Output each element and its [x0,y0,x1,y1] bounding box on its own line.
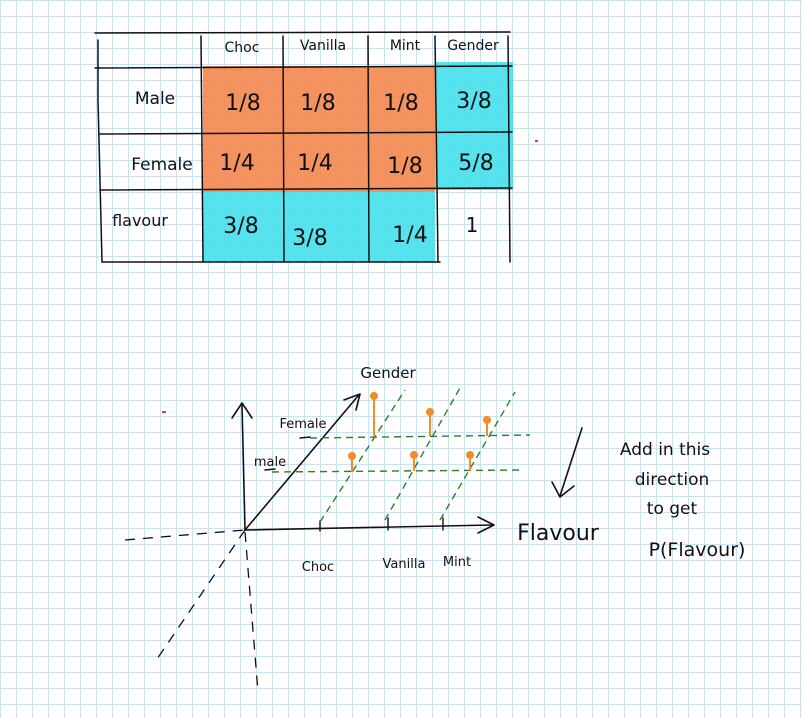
grid-dashed-lines [271,387,531,523]
female-tick [299,436,311,439]
cell-female-choc: 1/4 [219,151,254,176]
contingency-table-lines [94,31,513,263]
probability-stems [348,392,491,472]
note-line-2: direction [635,470,710,490]
row-label-flavour: flavour [112,211,168,230]
axes [124,393,495,693]
stem-female-choc-head [370,392,378,400]
stem-male-vanilla-head [410,451,418,459]
gender-tick-male: male [254,455,286,470]
cell-flavour-choc: 3/8 [223,214,258,239]
col-header-choc: Choc [225,40,260,56]
cell-male-mint: 1/8 [383,91,418,116]
note-line-4: P(Flavour) [649,539,746,561]
flavour-axis-label: Flavour [517,521,600,546]
joint-highlight [203,66,435,192]
red-mark [535,140,538,142]
col-header-gender: Gender [447,38,499,54]
note-line-1: Add in this [620,440,710,460]
stem-male-mint-head [466,451,474,459]
cell-female-gender: 5/8 [458,151,493,176]
row-label-male: Male [135,89,175,109]
cell-flavour-vanilla: 3/8 [292,226,327,251]
note-line-3: to get [647,499,698,519]
stem-male-choc-head [348,452,356,460]
col-header-vanilla: Vanilla [300,38,346,54]
cell-female-mint: 1/8 [387,154,422,179]
direction-arrow [551,427,583,498]
male-tick [264,468,276,471]
col-header-mint: Mint [390,38,421,54]
row-label-female: Female [131,155,192,175]
cell-flavour-mint: 1/4 [392,223,427,248]
red-mark [162,411,166,413]
flavour-tick-mint: Mint [443,555,471,570]
stem-female-mint-head [483,416,491,424]
flavour-marginal-highlight [203,192,435,262]
gender-marginal-highlight [435,62,513,190]
gender-axis-label: Gender [360,364,416,382]
flavour-tick-vanilla: Vanilla [383,557,426,572]
gender-tick-female: Female [279,417,326,432]
cell-male-choc: 1/8 [225,91,260,116]
cell-female-vanilla: 1/4 [297,151,332,176]
cell-male-vanilla: 1/8 [300,91,335,116]
cell-flavour-total: 1 [466,213,479,237]
flavour-tick-choc: Choc [302,560,334,575]
stem-female-vanilla-head [426,408,434,416]
cell-male-gender: 3/8 [456,89,491,114]
